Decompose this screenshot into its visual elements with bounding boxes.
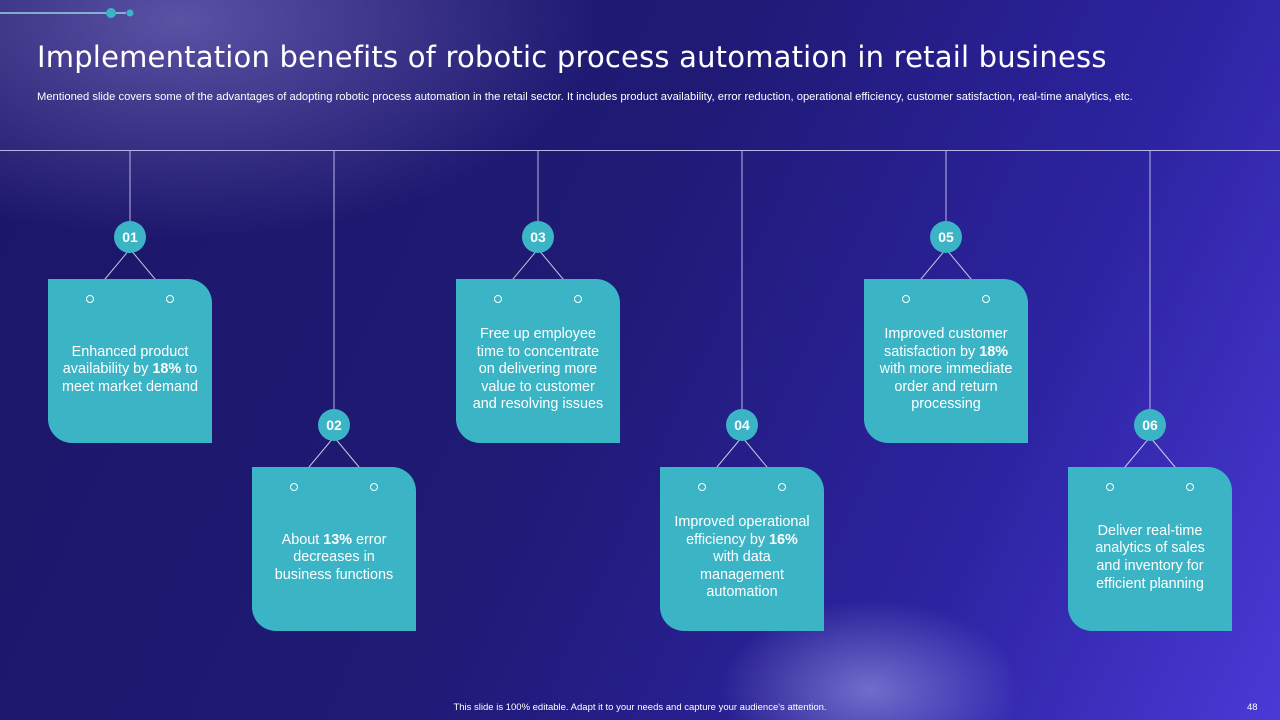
- hanger-ring-icon: [166, 295, 174, 303]
- benefit-text-part: Improved operational efficiency by: [674, 514, 810, 548]
- benefit-text-part: Deliver real-time analytics of sales and…: [1095, 522, 1205, 592]
- benefit-text-part: error decreases in business functions: [274, 531, 394, 583]
- benefit-text: Free up employee time to concentrate on …: [470, 326, 606, 414]
- decorative-line-icon: [0, 8, 134, 18]
- page-subtitle: Mentioned slide covers some of the advan…: [37, 91, 1133, 103]
- benefit-text-part: Improved customer satisfaction by: [884, 326, 1008, 360]
- benefit-text-part: Free up employee time to concentrate on …: [472, 326, 604, 413]
- benefit-card: Enhanced product availability by 18% to …: [48, 279, 212, 443]
- hanger-ring-icon: [494, 295, 502, 303]
- hanger-ring-icon: [370, 483, 378, 491]
- benefit-text: Enhanced product availability by 18% to …: [62, 344, 198, 397]
- benefit-highlight: 16%: [769, 531, 798, 548]
- timeline-line: [0, 150, 1280, 151]
- benefit-text-part: to meet market demand: [62, 361, 198, 395]
- benefit-number-badge: 02: [318, 409, 350, 441]
- benefit-text: Improved customer satisfaction by 18% wi…: [878, 326, 1014, 414]
- benefit-card: About 13% error decreases in business fu…: [252, 467, 416, 631]
- benefit-highlight: 18%: [979, 343, 1008, 360]
- benefit-number-badge: 01: [114, 221, 146, 253]
- benefit-number-badge: 03: [522, 221, 554, 253]
- hanger-ring-icon: [290, 483, 298, 491]
- benefit-card: Improved customer satisfaction by 18% wi…: [864, 279, 1028, 443]
- benefit-text-part: with data management automation: [700, 549, 784, 601]
- benefit-text: About 13% error decreases in business fu…: [266, 532, 402, 585]
- benefit-highlight: 18%: [152, 361, 182, 378]
- benefit-number-badge: 05: [930, 221, 962, 253]
- hanger-ring-icon: [1186, 483, 1194, 491]
- page-title: Implementation benefits of robotic proce…: [37, 40, 1107, 74]
- hanger-ring-icon: [778, 483, 786, 491]
- benefit-text-part: with more immediate order and return pro…: [879, 361, 1013, 413]
- benefit-card: Improved operational efficiency by 16% w…: [660, 467, 824, 631]
- benefit-text: Improved operational efficiency by 16% w…: [674, 514, 810, 602]
- hanger-ring-icon: [86, 295, 94, 303]
- hanger-ring-icon: [902, 295, 910, 303]
- benefit-number-badge: 06: [1134, 409, 1166, 441]
- hanger-ring-icon: [982, 295, 990, 303]
- hanger-ring-icon: [1106, 483, 1114, 491]
- benefit-highlight: 13%: [323, 531, 353, 548]
- footer-note: This slide is 100% editable. Adapt it to…: [453, 702, 827, 713]
- benefit-text: Deliver real-time analytics of sales and…: [1082, 523, 1218, 593]
- benefit-number-badge: 04: [726, 409, 758, 441]
- hanger-ring-icon: [574, 295, 582, 303]
- benefit-card: Free up employee time to concentrate on …: [456, 279, 620, 443]
- benefit-text-part: Enhanced product availability by: [62, 343, 189, 378]
- page-number: 48: [1247, 702, 1258, 713]
- benefit-card: Deliver real-time analytics of sales and…: [1068, 467, 1232, 631]
- benefit-text-part: About: [281, 531, 324, 548]
- hanger-ring-icon: [698, 483, 706, 491]
